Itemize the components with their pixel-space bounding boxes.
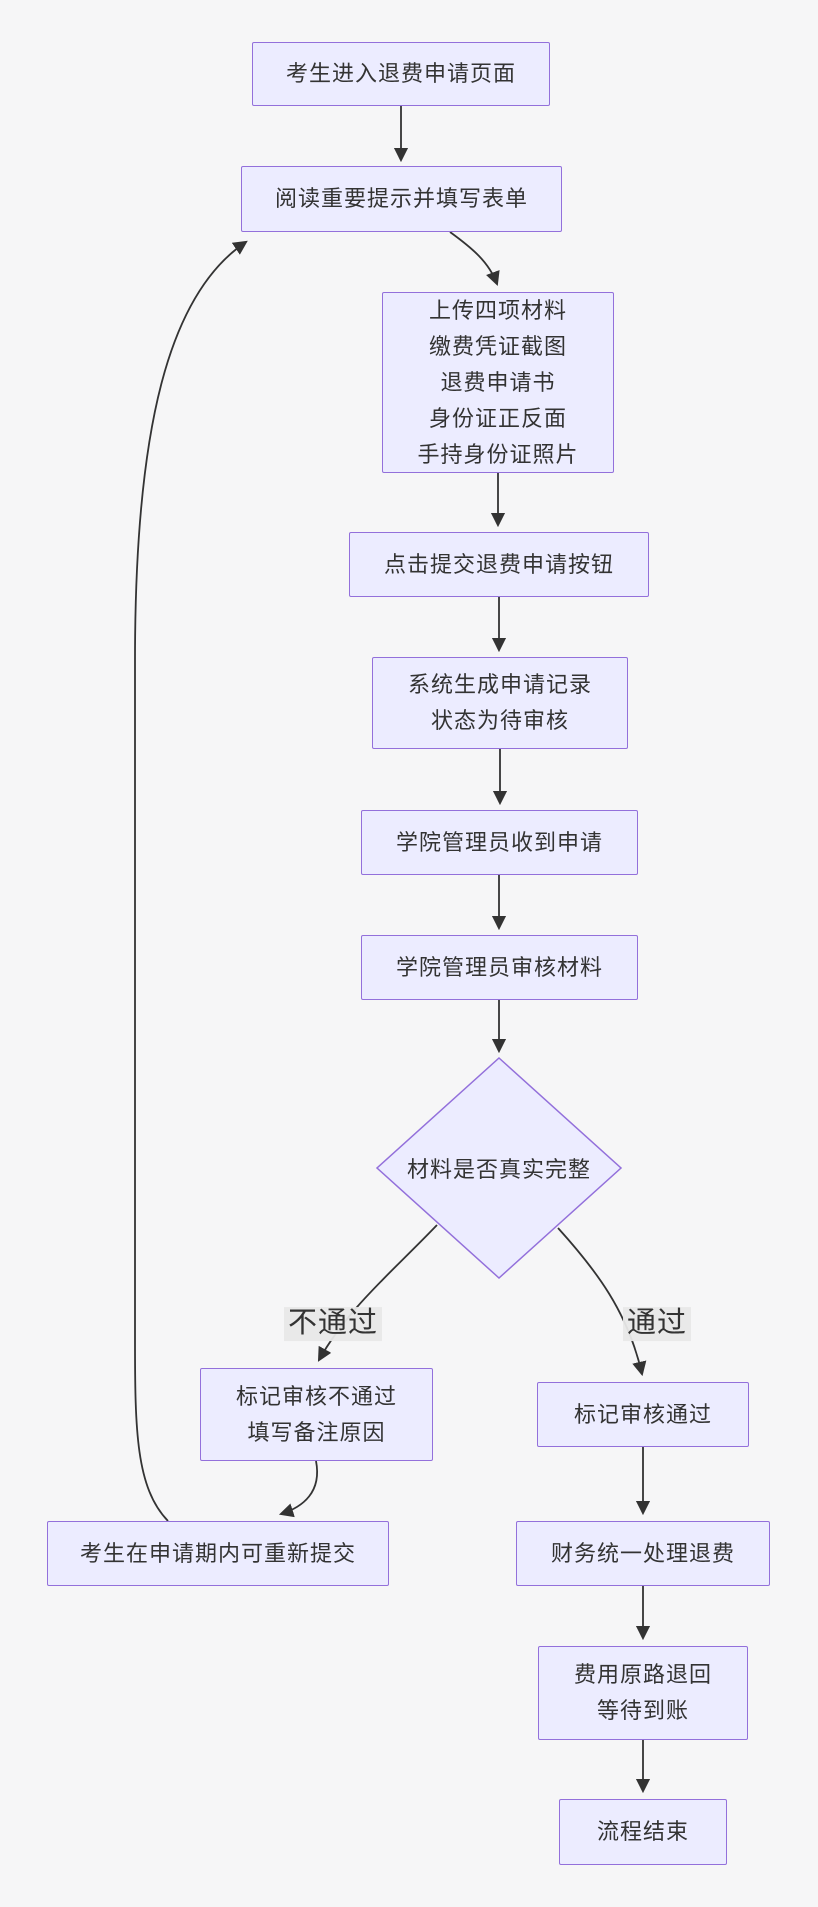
node-mark-review-passed: 标记审核通过 — [537, 1382, 749, 1447]
node-click-submit-button: 点击提交退费申请按钮 — [349, 532, 649, 597]
node-mark-review-failed: 标记审核不通过 填写备注原因 — [200, 1368, 433, 1461]
node-mark-fail-line-1: 标记审核不通过 — [235, 1383, 397, 1409]
node-end-label: 流程结束 — [596, 1819, 689, 1844]
node-upload-line-2: 缴费凭证截图 — [428, 333, 567, 359]
node-system-creates-record: 系统生成申请记录 状态为待审核 — [372, 657, 628, 749]
edge-mark-fail-to-resubmit — [278, 1460, 319, 1518]
decision-diamond-shape — [375, 1056, 623, 1280]
node-read-label: 阅读重要提示并填写表单 — [274, 186, 528, 211]
node-record-line-1: 系统生成申请记录 — [407, 672, 592, 697]
node-upload-line-4: 身份证正反面 — [428, 405, 567, 431]
node-process-end: 流程结束 — [559, 1799, 727, 1865]
node-mark-fail-line-2: 填写备注原因 — [247, 1419, 386, 1445]
edge-label-pass: 通过 — [622, 1307, 692, 1341]
node-upload-line-3: 退费申请书 — [440, 369, 556, 395]
node-resubmit-label: 考生在申请期内可重新提交 — [79, 1540, 356, 1566]
edge-resubmit-loop-to-read — [134, 240, 248, 1522]
node-enter-refund-page: 考生进入退费申请页面 — [252, 42, 550, 106]
node-enter-label: 考生进入退费申请页面 — [285, 61, 516, 86]
edge-label-fail: 不通过 — [283, 1307, 383, 1341]
node-read-and-fill-form: 阅读重要提示并填写表单 — [241, 166, 562, 232]
edge-decision-fail — [317, 1224, 438, 1362]
node-mark-pass-label: 标记审核通过 — [573, 1401, 712, 1427]
node-resubmit-within-period: 考生在申请期内可重新提交 — [47, 1521, 389, 1586]
node-finance-label: 财务统一处理退费 — [550, 1540, 735, 1566]
node-college-admin-reviews: 学院管理员审核材料 — [361, 935, 638, 1000]
edge-decision-pass — [557, 1227, 647, 1377]
node-upload-materials: 上传四项材料 缴费凭证截图 退费申请书 身份证正反面 手持身份证照片 — [382, 292, 614, 473]
node-upload-line-1: 上传四项材料 — [428, 297, 567, 323]
node-refund-line-1: 费用原路退回 — [573, 1662, 712, 1687]
node-decision-label: 材料是否真实完整 — [406, 1157, 591, 1182]
node-college-receive-label: 学院管理员收到申请 — [395, 829, 603, 855]
node-record-line-2: 状态为待审核 — [430, 708, 569, 733]
node-submit-label: 点击提交退费申请按钮 — [383, 551, 614, 577]
node-decision-materials-valid: 材料是否真实完整 — [377, 1148, 621, 1188]
node-refund-line-2: 等待到账 — [596, 1698, 689, 1723]
node-college-admin-receives: 学院管理员收到申请 — [361, 810, 638, 875]
node-college-review-label: 学院管理员审核材料 — [395, 954, 603, 980]
node-finance-processes-refund: 财务统一处理退费 — [516, 1521, 770, 1586]
node-refund-returned: 费用原路退回 等待到账 — [538, 1646, 748, 1740]
edge-read-to-upload — [449, 231, 500, 287]
node-upload-line-5: 手持身份证照片 — [417, 441, 579, 467]
